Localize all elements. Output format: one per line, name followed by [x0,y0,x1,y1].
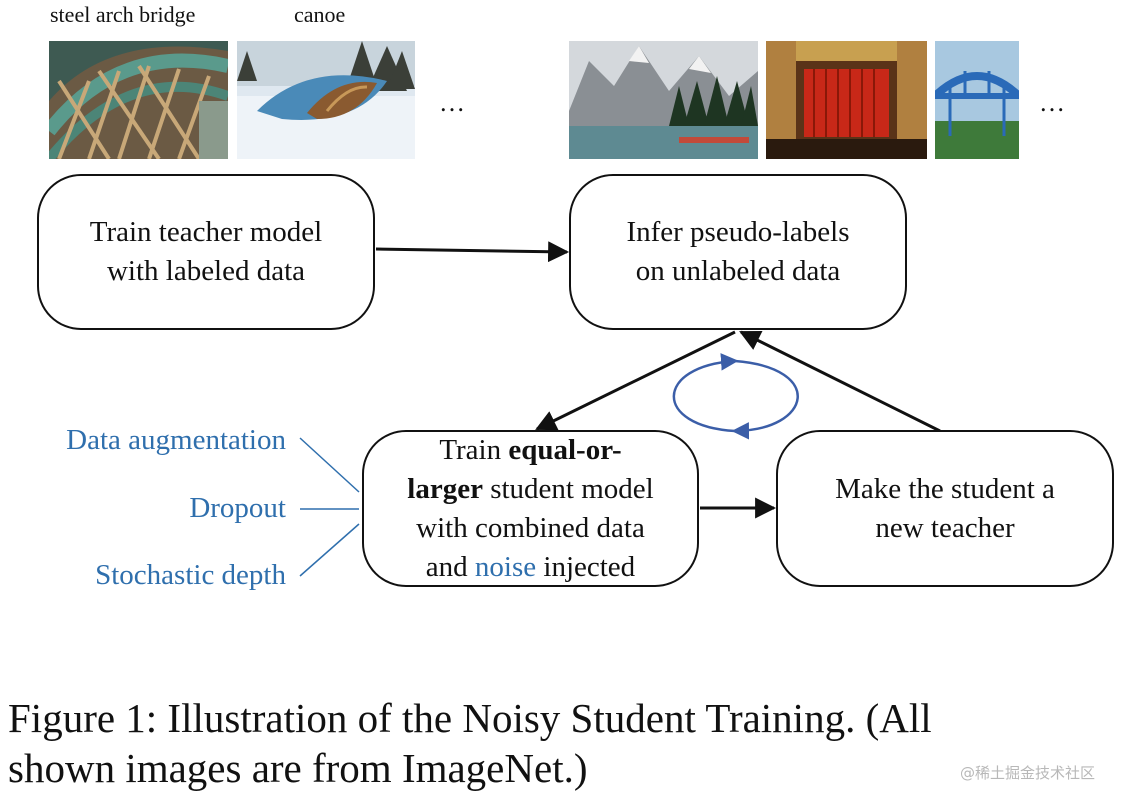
step-student-line-1-plain: Train [439,433,509,466]
step-make-new-teacher: Make the student a new teacher [776,430,1114,587]
theater-image [766,41,927,159]
step-student-line-2: larger student model [407,470,653,509]
figure-caption-line-2: shown images are from ImageNet.) [8,745,588,791]
step-student-line-1: Train equal-or- [439,431,621,470]
iteration-loop-arrow-left [672,353,739,433]
step-student-line-3: with combined data [416,511,645,544]
step-student-line-2-bold: larger [407,472,483,505]
connector-stochastic-depth [299,523,360,577]
arrow-teacher-to-infer [375,241,570,263]
step-student-line-2-plain: student model [482,472,654,505]
step-infer-line-2: on unlabeled data [635,255,841,287]
noise-stochastic-depth: Stochastic depth [95,559,286,591]
iteration-loop-arrow-right [731,359,799,440]
arrow-infer-to-student [535,330,736,431]
step-make-teacher-line-1: Make the student a [835,472,1055,505]
noise-dropout: Dropout [189,492,286,524]
unlabeled-images-ellipsis: … [1039,88,1067,117]
label-canoe: canoe [294,2,346,27]
arrow-new-teacher-to-infer [739,330,941,433]
step-student-line-1-bold: equal-or- [508,433,622,466]
noise-data-augmentation: Data augmentation [66,424,286,456]
connector-data-augmentation [299,437,360,493]
step-student-line-4-before: and [425,550,475,583]
mountain-lake-image [569,41,758,159]
step-train-student: Train equal-or- larger student model wit… [362,430,699,587]
step-make-teacher-line-2: new teacher [875,511,1015,544]
steel-arch-bridge-image [49,41,228,159]
step-train-teacher-line-2: with labeled data [106,255,306,287]
watermark: @稀土掘金技术社区 [960,764,1096,782]
canoe-image [237,41,415,159]
step-student-line-4: and noise injected [426,548,635,587]
label-steel-arch-bridge: steel arch bridge [50,2,196,27]
figure-caption-line-1: Figure 1: Illustration of the Noisy Stud… [8,695,932,741]
noise-word: noise [474,550,537,583]
labeled-images-ellipsis: … [439,88,467,117]
step-student-line-4-after: injected [536,550,636,583]
step-infer-pseudo-labels: Infer pseudo-labels on unlabeled data [569,174,907,330]
step-train-teacher-line-1: Train teacher model [89,216,323,248]
step-train-teacher: Train teacher model with labeled data [37,174,375,330]
blue-bridge-image [935,41,1019,159]
step-infer-line-1: Infer pseudo-labels [626,216,850,248]
